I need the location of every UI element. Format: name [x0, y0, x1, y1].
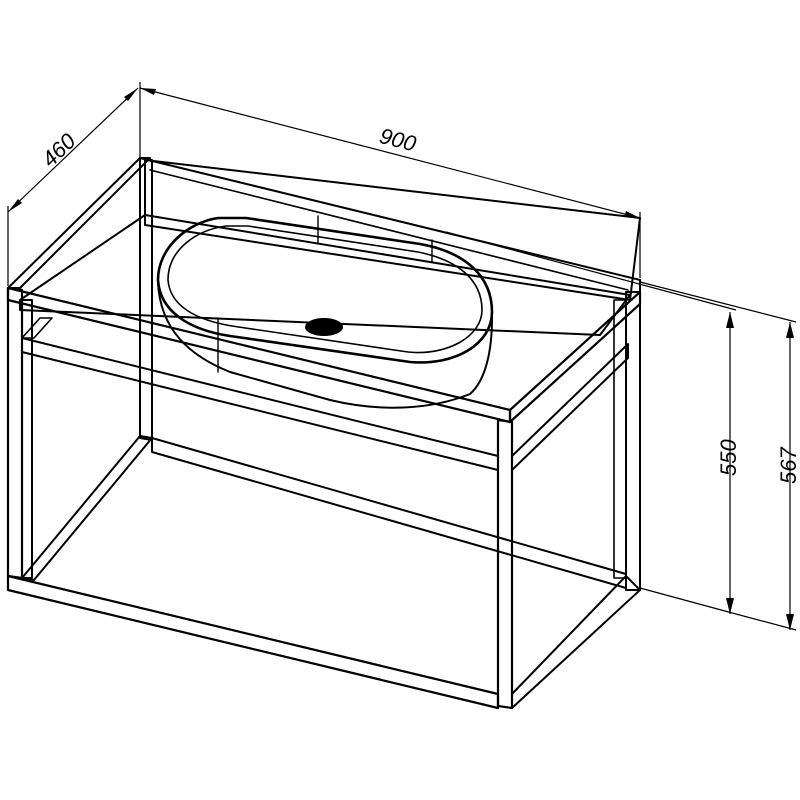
top-back-rail-long	[139, 157, 641, 281]
dim-567-ext-bottom	[735, 613, 797, 631]
post-back-right	[625, 291, 641, 591]
bottom-front-rail	[6, 574, 500, 710]
countertop-slab	[19, 214, 631, 336]
dim-depth-label: 460	[37, 128, 81, 172]
dim-width-arrow-right	[624, 211, 640, 218]
post-front-right	[496, 418, 514, 710]
bottom-left-rail	[21, 435, 153, 581]
dim-567-arrow-bottom	[786, 614, 794, 630]
basin-inner-rim	[167, 225, 483, 354]
bottom-back-rail	[151, 437, 627, 589]
post-front-left-side	[21, 299, 33, 579]
mid-front-rail	[21, 337, 499, 471]
top-back-rail	[7, 157, 151, 289]
dim-550-arrow-top	[726, 312, 734, 328]
dim-550-label: 550	[716, 439, 741, 476]
basin-bowl-body	[157, 281, 493, 409]
dim-depth-arrow-top	[124, 88, 138, 101]
bottom-right-rail	[511, 575, 641, 709]
top-front-rail	[6, 286, 512, 424]
post-front-left	[6, 286, 24, 580]
dim-567-label: 567	[776, 447, 800, 484]
dimension-lines	[7, 82, 797, 631]
dim-depth-arrow-bottom	[8, 199, 22, 212]
dim-550-arrow-bottom	[726, 598, 734, 614]
top-right-rail	[508, 290, 642, 424]
dim-567-ext-top	[639, 281, 797, 323]
countertop-top-face	[144, 159, 641, 301]
top-back-rail-long-inner	[149, 169, 629, 291]
dim-550-ext-bottom	[639, 587, 737, 615]
oval-basin	[156, 215, 494, 409]
metal-frame	[6, 157, 642, 710]
post-back-right-inner	[613, 299, 627, 579]
dim-width-line	[139, 87, 641, 219]
dim-width-arrow-left	[140, 88, 156, 95]
dim-567-arrow-top	[786, 322, 794, 338]
mid-left-rail	[21, 317, 53, 339]
mid-right-rail	[511, 343, 629, 471]
basin-drain-inner	[314, 321, 334, 331]
dim-depth-line	[7, 87, 139, 213]
dim-550-ext-top	[445, 231, 737, 311]
basin-outer-rim	[156, 216, 494, 364]
